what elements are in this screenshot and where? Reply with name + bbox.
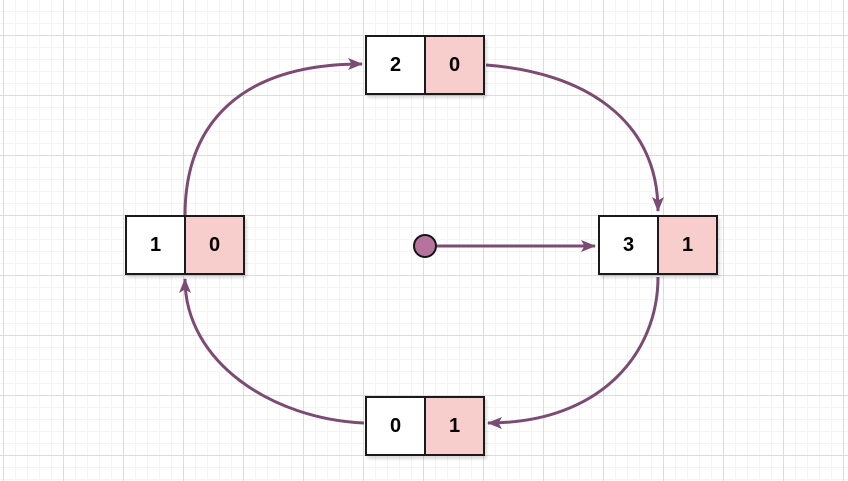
node-right-flag-cell: 1 [657, 217, 716, 273]
node-right-value-cell: 3 [622, 233, 635, 256]
node-left-flag-cell: 0 [184, 217, 243, 273]
node-left-value-cell: 1 [149, 233, 162, 256]
edge-right-to-bottom[interactable] [487, 276, 660, 429]
node-bottom-flag-cell: 1 [424, 398, 483, 454]
node-bottom-value-cell: 0 [389, 414, 402, 437]
node-left[interactable]: 1 0 [125, 215, 245, 275]
pointer-dot[interactable] [413, 234, 437, 258]
edge-bottom-to-left[interactable] [179, 278, 365, 425]
node-top-value-cell: 2 [389, 53, 402, 76]
node-right[interactable]: 3 1 [598, 215, 718, 275]
edge-top-to-right[interactable] [485, 63, 664, 212]
node-bottom[interactable]: 0 1 [365, 396, 485, 456]
node-top[interactable]: 2 0 [365, 35, 485, 95]
node-top-flag-cell: 0 [424, 37, 483, 93]
edge-left-to-top[interactable] [183, 58, 363, 217]
